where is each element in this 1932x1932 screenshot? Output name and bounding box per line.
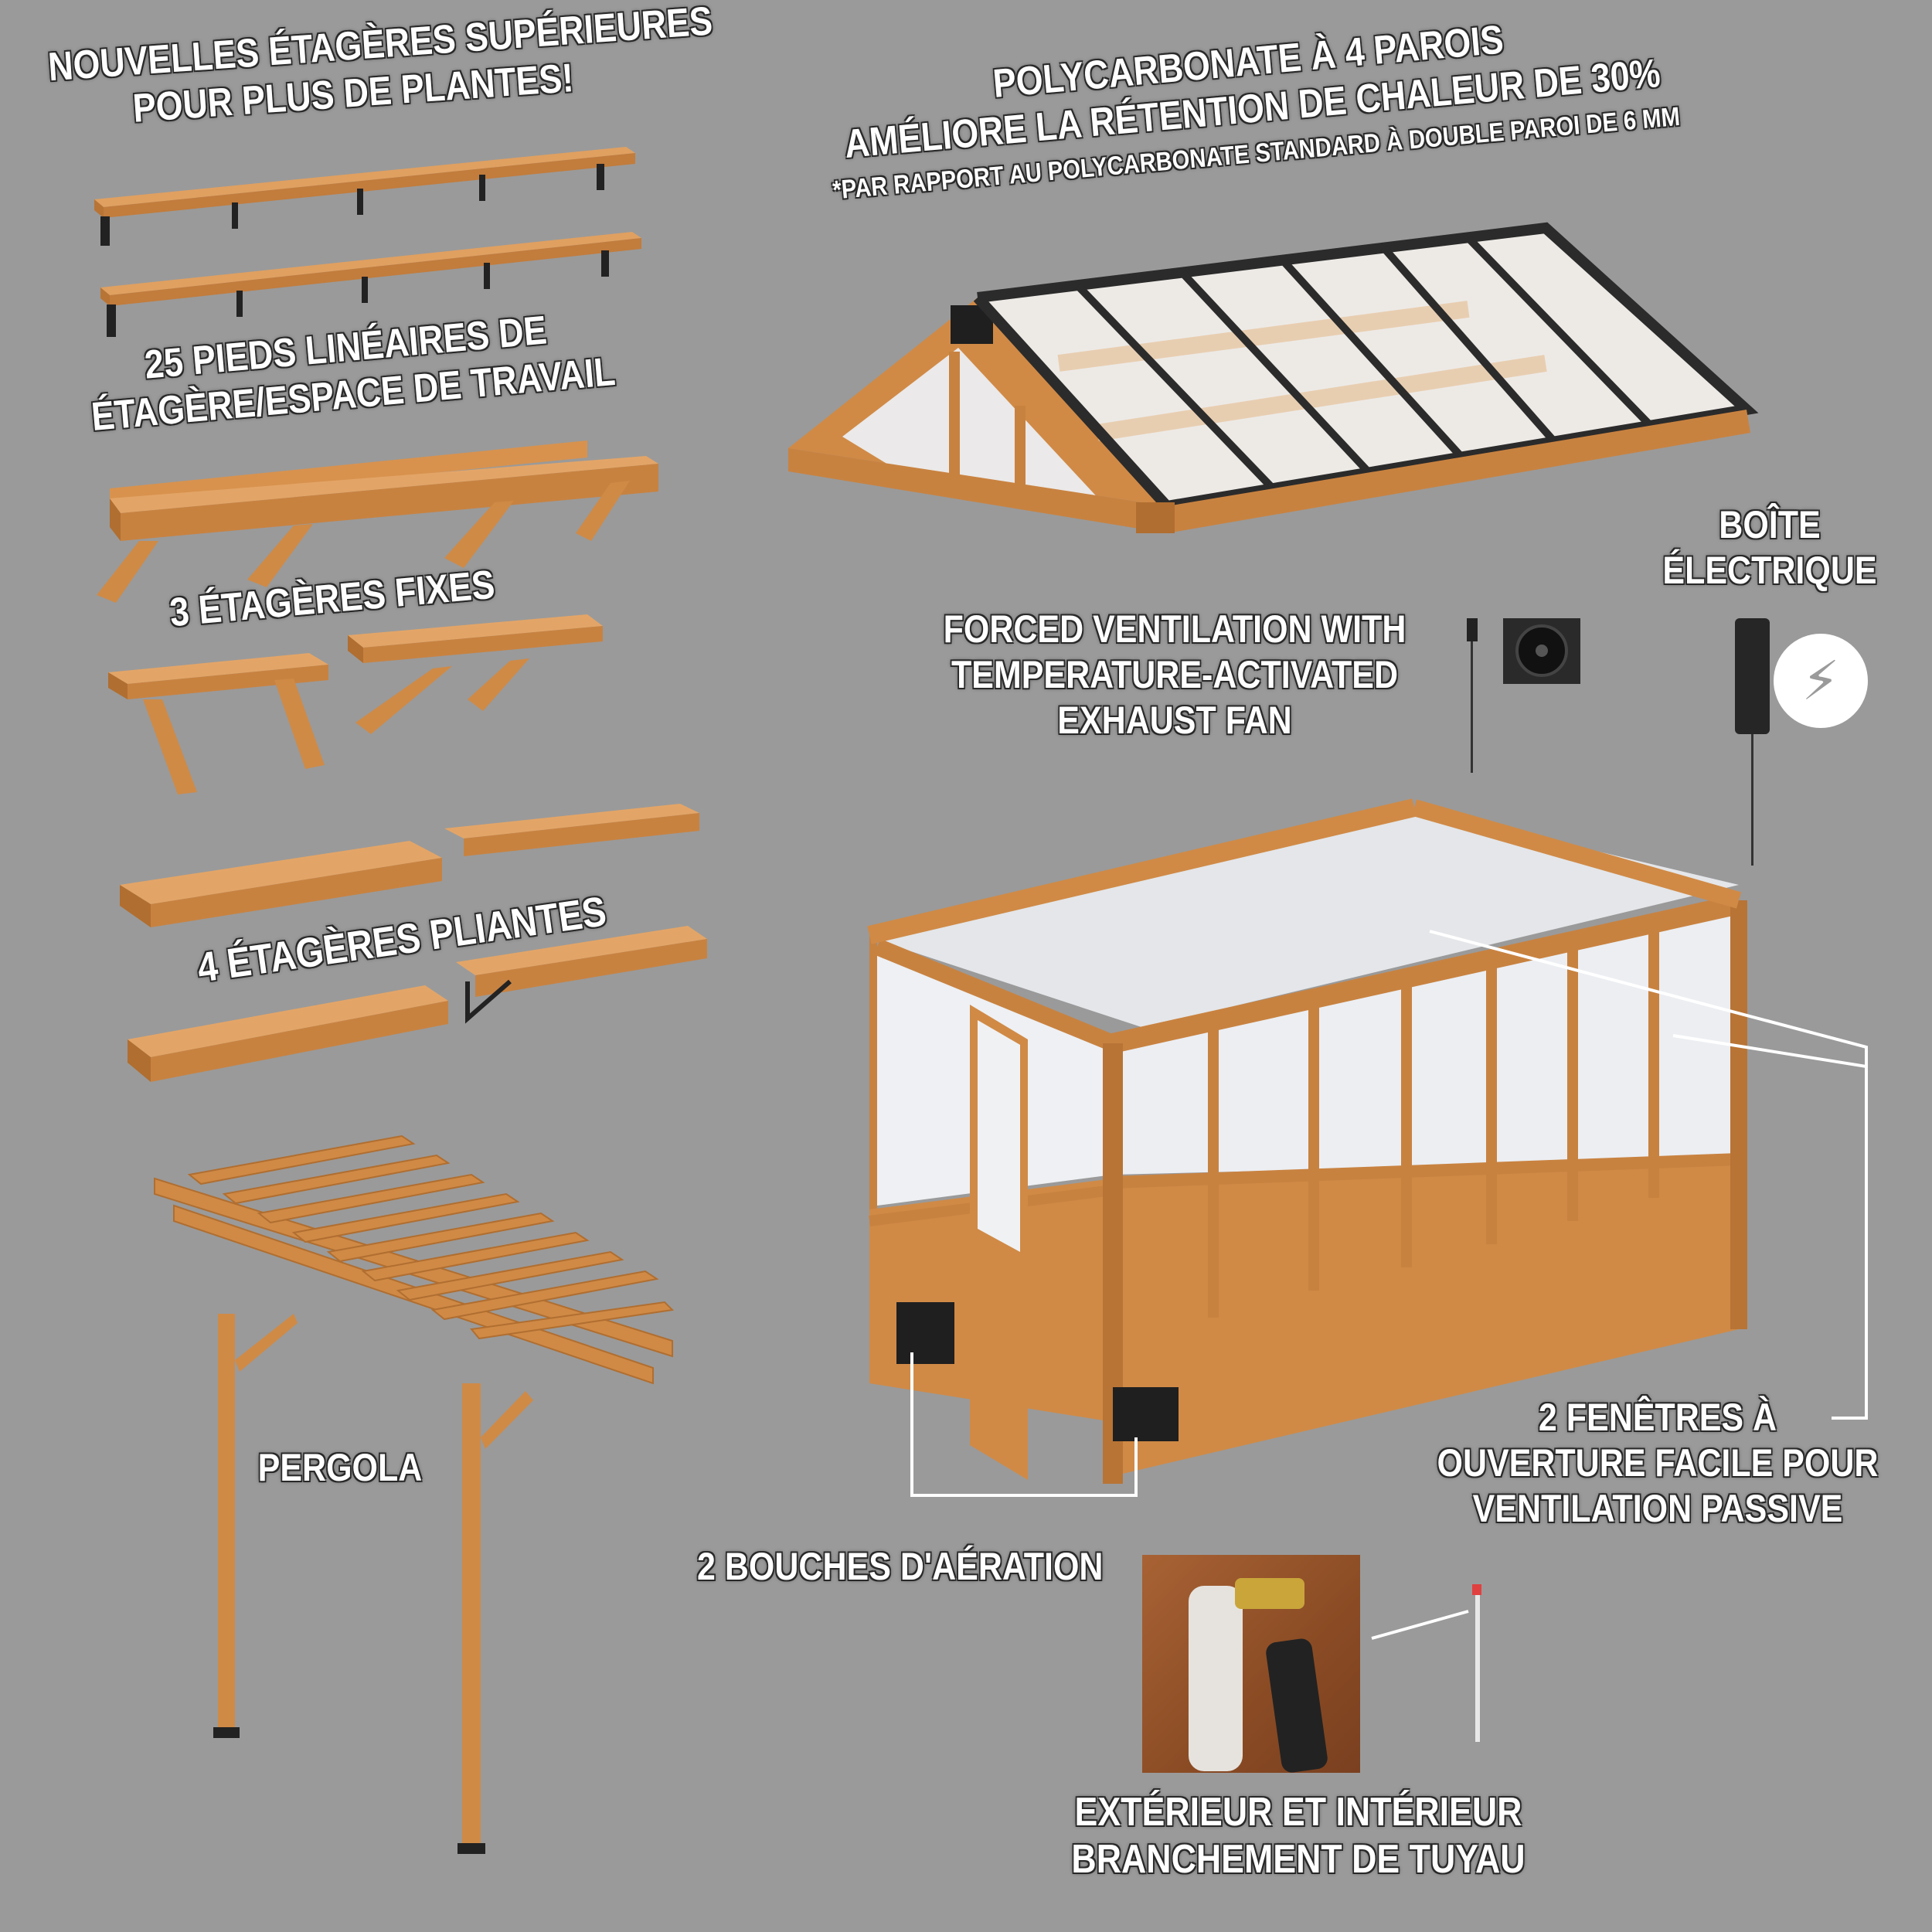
windows-line-3: VENTILATION PASSIVE (1472, 1487, 1843, 1530)
fan-line-3: EXHAUST FAN (1057, 699, 1292, 742)
vent-right (1113, 1387, 1179, 1441)
windows-label: 2 FENÊTRES À OUVERTURE FACILE POUR VENTI… (1428, 1395, 1886, 1532)
vent-left (896, 1302, 954, 1364)
thermostat-icon (1467, 618, 1478, 773)
hose-label: EXTÉRIEUR ET INTÉRIEUR BRANCHEMENT DE TU… (1059, 1789, 1537, 1884)
hose-faucet-photo (1142, 1555, 1360, 1773)
pergola-label: PERGOLA (247, 1445, 434, 1491)
folding-shelf-2 (444, 804, 699, 856)
hose-bib-icon (1472, 1584, 1481, 1742)
electric-box-icon (1735, 618, 1770, 866)
workspace-shelf (97, 440, 658, 603)
pergola-post-left (218, 1314, 235, 1731)
windows-line-1: 2 FENÊTRES À (1538, 1396, 1777, 1439)
fan-line-2: TEMPERATURE-ACTIVATED (951, 653, 1399, 696)
hose-line-2: BRANCHEMENT DE TUYAU (1071, 1837, 1526, 1883)
pergola-text: PERGOLA (257, 1446, 423, 1489)
electric-plug-icon: ⚡ (1774, 634, 1868, 728)
upper-shelf-top (94, 147, 635, 246)
pergola-post-right (462, 1383, 481, 1847)
vents-text: 2 BOUCHES D'AÉRATION (697, 1545, 1104, 1588)
folding-shelf-3 (128, 985, 448, 1082)
folding-shelf-1 (120, 841, 442, 927)
greenhouse-door (970, 1005, 1028, 1480)
folding-shelf-4 (456, 926, 707, 1024)
leader-windows (1429, 930, 1868, 1420)
leader-vents (910, 1352, 1138, 1497)
leader-windows-2 (1672, 1034, 1867, 1068)
hose-faucet-icon (1189, 1586, 1243, 1771)
leader-hose (1371, 1610, 1469, 1640)
hose-line-1: EXTÉRIEUR ET INTÉRIEUR (1074, 1790, 1522, 1835)
windows-line-2: OUVERTURE FACILE POUR (1437, 1441, 1879, 1485)
fixed-shelf-right (348, 614, 603, 734)
upper-shelf-bottom (100, 232, 641, 337)
exhaust-fan-icon (1503, 618, 1580, 684)
fan-line-1: FORCED VENTILATION WITH (943, 607, 1406, 651)
fan-label: FORCED VENTILATION WITH TEMPERATURE-ACTI… (942, 607, 1407, 743)
electric-box-line-2: ÉLECTRIQUE (1662, 549, 1877, 592)
vents-label: 2 BOUCHES D'AÉRATION (697, 1544, 1104, 1590)
electric-box-label: BOÎTE ÉLECTRIQUE (1657, 502, 1883, 594)
electric-box-line-1: BOÎTE (1719, 503, 1821, 546)
fixed-shelf-left (108, 653, 328, 794)
